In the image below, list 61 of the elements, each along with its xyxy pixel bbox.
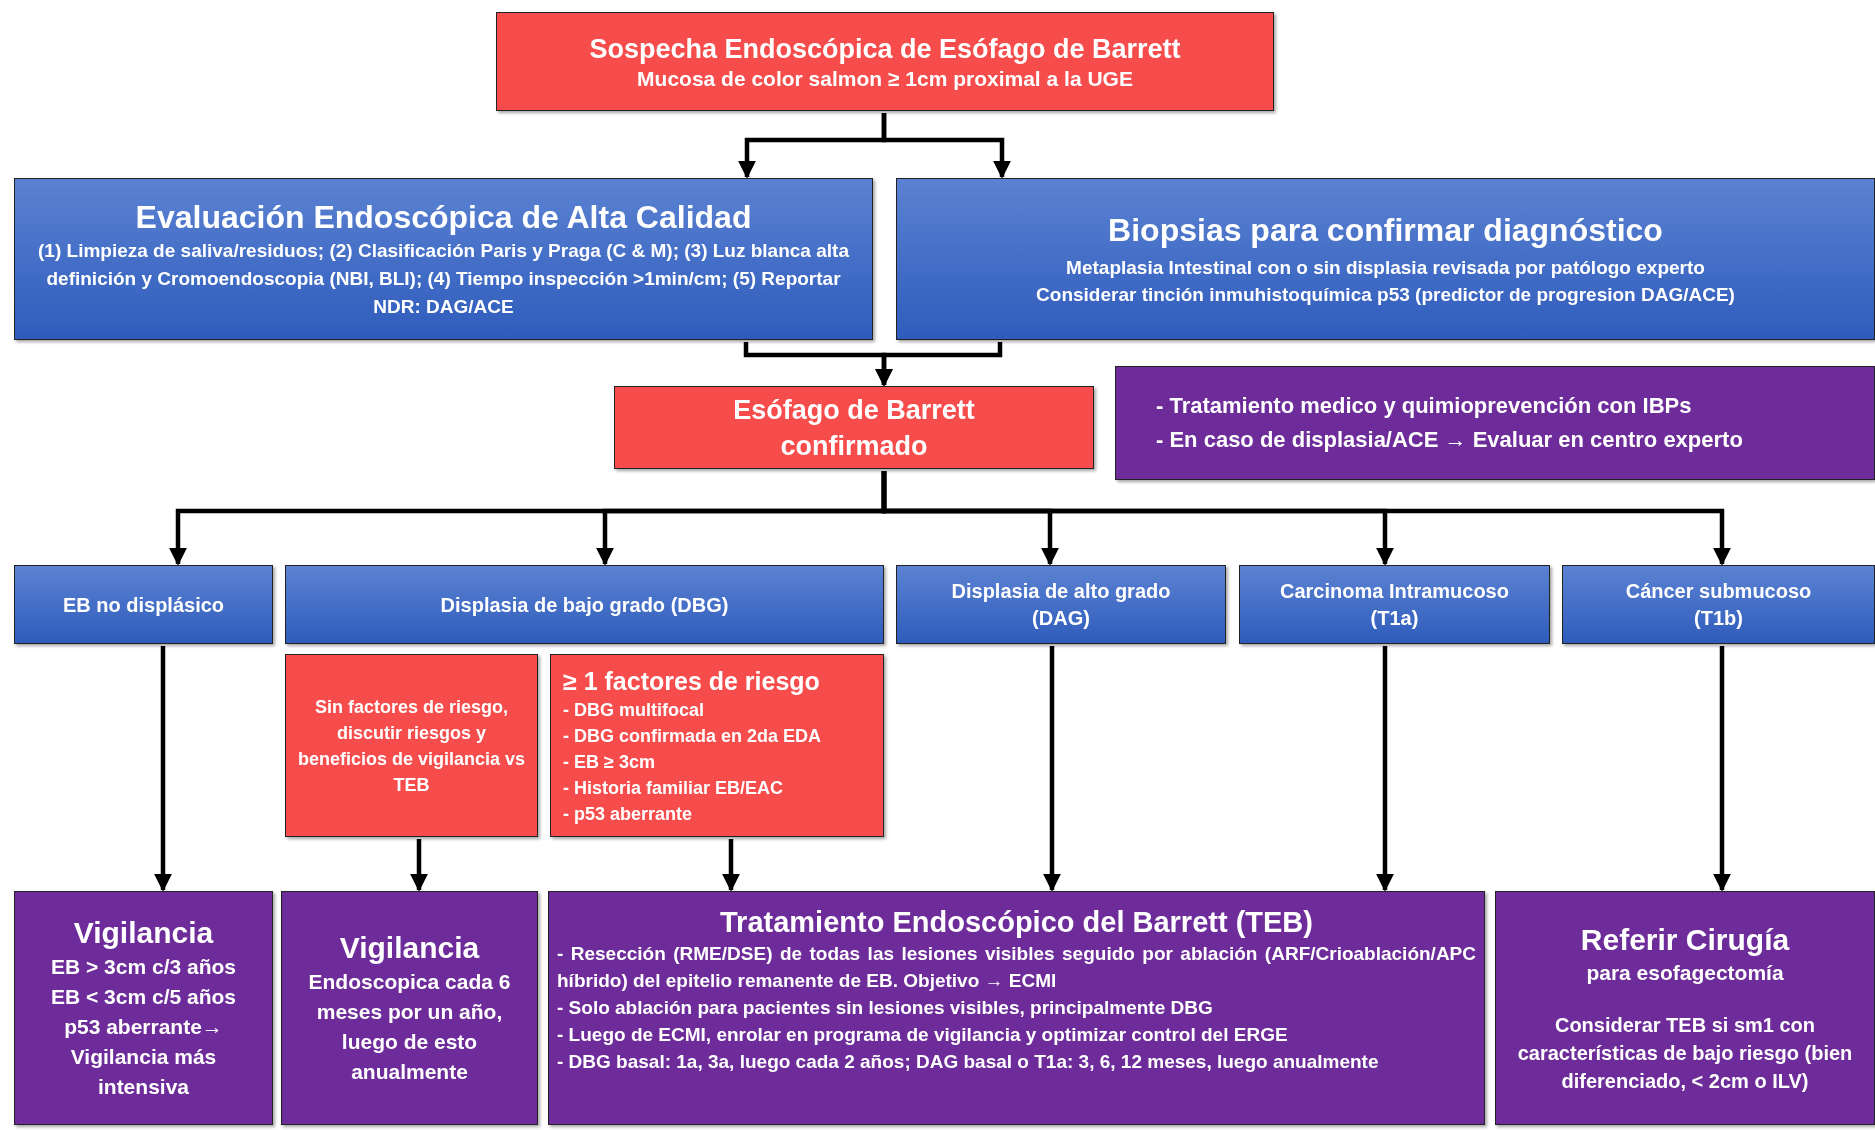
box-text: - Luego de ECMI, enrolar en programa de vigilancia y optimizar control del ERGE — [557, 1023, 1289, 1047]
process-box — [614, 386, 1094, 469]
process-box — [496, 12, 1274, 111]
box-text: - Historia familiar EB/EAC — [563, 776, 784, 800]
box-heading: Vigilancia — [339, 930, 480, 966]
arrow — [1043, 646, 1061, 892]
box-text: Considerar tinción inmuhistoquímica p53 (predictor de progresion DAG/ACE) — [1036, 283, 1735, 307]
box-text: - Resección (RME/DSE) de todas las lesiones visibles seguido por ablación (ARF/Crioablación/APC híbrido) del epitelio remanente de EB. Objetivo → ECMI — [557, 942, 1476, 993]
box-text: - EB ≥ 3cm — [563, 750, 655, 774]
box-text: EB > 3cm c/3 años — [51, 954, 236, 980]
outcome-box — [548, 891, 1485, 1125]
outcome-box — [281, 891, 538, 1125]
process-box — [285, 654, 538, 837]
box-text: - Solo ablación para pacientes sin lesiones visibles, principalmente DBG — [557, 996, 1214, 1020]
box-heading: Tratamiento Endoscópico del Barrett (TEB) — [719, 905, 1314, 940]
box-heading: - Tratamiento medico y quimioprevención con IBPs — [1156, 392, 1692, 420]
box-text: - p53 aberrante — [563, 802, 693, 826]
box-text: Displasia de alto grado (DAG) — [950, 578, 1172, 631]
box-text: (1) Limpieza de saliva/residuos; (2) Clasificación Paris y Praga (C & M); (3) Luz blanca alta definición y Cromoendoscopia (NBI, BLI); (4) Tiempo inspección >1min/cm; (5) Reportar NDR: DAG/ACE — [37, 239, 850, 319]
outcome-box — [1495, 891, 1875, 1125]
box-text: - DBG basal: 1a, 3a, luego cada 2 años; DAG basal o T1a: 3, 6, 12 meses, luego anualmente — [557, 1050, 1380, 1074]
process-box — [14, 178, 873, 340]
box-heading: Biopsias para confirmar diagnóstico — [1108, 211, 1663, 250]
arrow — [722, 839, 740, 892]
box-text: - En caso de displasia/ACE → Evaluar en centro experto — [1156, 426, 1743, 454]
box-text: Cáncer submucoso (T1b) — [1624, 578, 1813, 631]
arrow — [875, 342, 1003, 387]
box-text: Sin factores de riesgo, discutir riesgos y beneficios de vigilancia vs TEB — [296, 695, 527, 797]
box-heading: ≥ 1 factores de riesgo — [563, 665, 820, 697]
outcome-box — [14, 891, 273, 1125]
box-text: EB no displásico — [62, 592, 225, 618]
category-box — [1239, 565, 1550, 644]
arrow — [881, 113, 1011, 179]
criteria-box — [550, 654, 884, 837]
arrow — [154, 646, 172, 892]
box-text: Metaplasia Intestinal con o sin displasia revisada por patólogo experto — [1066, 256, 1705, 280]
note-box — [1115, 366, 1875, 480]
arrow — [410, 839, 428, 892]
box-heading: Vigilancia — [73, 915, 214, 951]
box-heading: Referir Cirugía — [1580, 922, 1790, 958]
box-text: Displasia de bajo grado (DBG) — [440, 592, 729, 618]
box-text: Mucosa de color salmon ≥ 1cm proximal a la UGE — [637, 65, 1133, 92]
box-heading: Sospecha Endoscópica de Esófago de Barrett — [589, 32, 1181, 66]
arrow — [1713, 646, 1731, 892]
box-text: Esófago de Barrett confirmado — [732, 393, 976, 463]
category-box — [896, 565, 1226, 644]
category-box — [285, 565, 884, 644]
box-text: p53 aberrante→ Vigilancia más intensiva — [63, 1014, 224, 1100]
category-box — [14, 565, 273, 644]
box-text: para esofagectomía — [1586, 960, 1784, 986]
arrow — [1376, 646, 1394, 892]
box-text: Carcinoma Intramucoso (T1a) — [1279, 578, 1510, 631]
box-text: - DBG multifocal — [563, 698, 704, 722]
box-heading: Evaluación Endoscópica de Alta Calidad — [135, 198, 752, 237]
box-text: - DBG confirmada en 2da EDA — [563, 724, 822, 748]
arrow — [881, 471, 1731, 566]
box-text: Endoscopica cada 6 meses por un año, luego de esto anualmente — [307, 969, 512, 1085]
box-text: Considerar TEB si sm1 con características de bajo riesgo (bien diferenciado, < 2cm o ILV) — [1516, 1013, 1854, 1094]
process-box — [896, 178, 1875, 340]
box-text: EB < 3cm c/5 años — [51, 984, 236, 1010]
category-box — [1562, 565, 1875, 644]
